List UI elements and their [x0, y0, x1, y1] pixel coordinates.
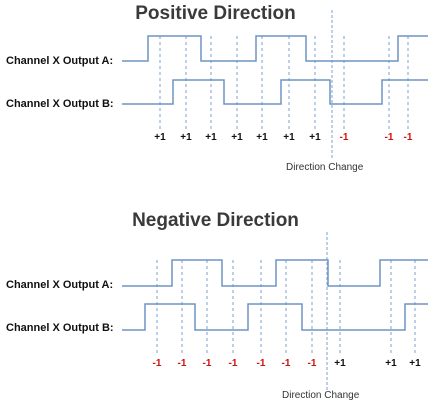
panel-title-positive: Positive Direction — [135, 3, 296, 24]
panel-title-negative: Negative Direction — [132, 210, 299, 231]
count-label: -1 — [307, 358, 317, 369]
count-label: -1 — [384, 132, 394, 143]
count-label: -1 — [339, 132, 349, 143]
count-label: +1 — [309, 132, 321, 143]
count-label: +1 — [283, 132, 295, 143]
count-label: +1 — [231, 132, 243, 143]
count-label: -1 — [202, 358, 212, 369]
channel-a-waveform — [122, 35, 428, 62]
channel-a-label: Channel X Output A: — [6, 55, 114, 67]
channel-b-waveform — [122, 303, 428, 331]
count-label: +1 — [180, 132, 192, 143]
count-label: +1 — [256, 132, 268, 143]
count-label: +1 — [205, 132, 217, 143]
count-label: -1 — [256, 358, 266, 369]
count-label: -1 — [177, 358, 187, 369]
channel-b-waveform — [122, 79, 428, 105]
count-label: -1 — [281, 358, 291, 369]
count-label: -1 — [228, 358, 238, 369]
channel-b-label: Channel X Output B: — [6, 322, 114, 334]
channel-b-label: Channel X Output B: — [6, 98, 114, 110]
count-label: +1 — [334, 358, 346, 369]
count-label: -1 — [403, 132, 413, 143]
count-label: +1 — [154, 132, 166, 143]
count-label: +1 — [385, 358, 397, 369]
direction-change-label: Direction Change — [286, 162, 364, 173]
channel-a-label: Channel X Output A: — [6, 279, 114, 291]
direction-change-label: Direction Change — [282, 390, 360, 401]
channel-a-waveform — [122, 259, 428, 287]
count-label: -1 — [152, 358, 162, 369]
count-label: +1 — [409, 358, 421, 369]
